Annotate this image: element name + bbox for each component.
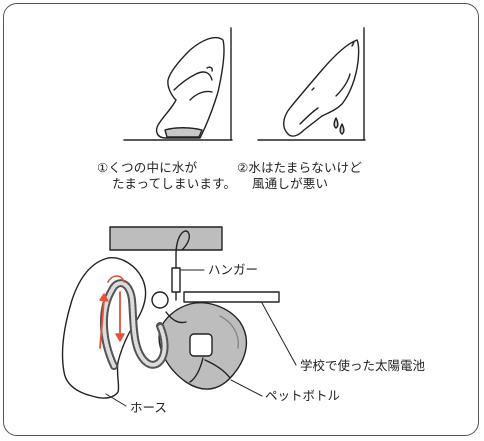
figure-frame <box>3 3 479 436</box>
panel2-shoe <box>283 39 360 137</box>
panel1-shoe <box>155 36 225 139</box>
solar-cell-label: 学校で使った太陽電池 <box>300 358 426 373</box>
hanger-hook <box>175 230 191 301</box>
leader-bottle <box>230 379 263 397</box>
solar-panel <box>183 291 280 303</box>
hanger-clip <box>171 267 181 293</box>
leader-hose <box>105 393 127 407</box>
bottle-cap <box>151 291 169 309</box>
motor <box>189 333 213 357</box>
water-drop <box>333 117 339 129</box>
panel1-caption-line2: たまってしまいます。 <box>112 176 237 191</box>
water-drop <box>339 123 345 135</box>
panel2-caption: ②水はたまらないけど 風通しが悪い <box>237 160 362 192</box>
panel1-water <box>164 127 203 138</box>
panel2-caption-line1: ②水はたまらないけど <box>237 160 363 175</box>
hanger-label: ハンガー <box>208 262 259 277</box>
pet-bottle-label: ペットボトル <box>265 388 341 403</box>
hose-label: ホース <box>130 400 167 415</box>
panel1-caption-line1: ①くつの中に水が <box>97 160 198 175</box>
panel1-caption: ①くつの中に水が たまってしまいます。 <box>97 160 236 192</box>
assembly-drawing <box>61 226 297 407</box>
panel2-drawing <box>257 27 366 141</box>
hanger-bar <box>109 226 223 251</box>
panel2-caption-line2: 風通しが悪い <box>252 176 329 191</box>
airflow-arrow <box>99 299 105 349</box>
panel1-drawing <box>123 27 233 141</box>
